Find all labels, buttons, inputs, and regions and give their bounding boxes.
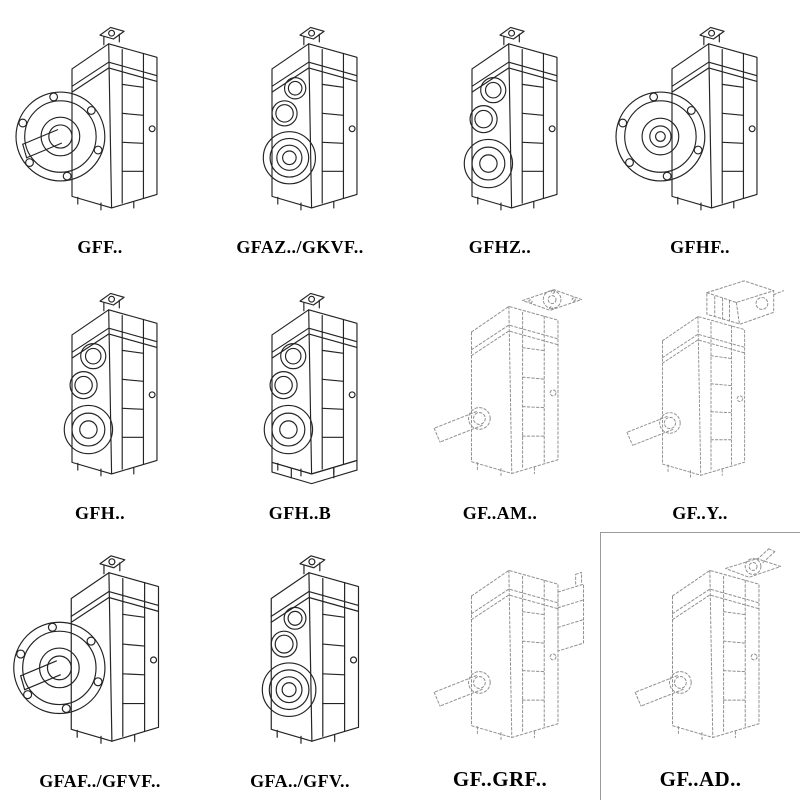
catalog-item-gf-am: GF..AM..: [400, 266, 600, 532]
model-label-gfhz: GFHZ..: [468, 237, 532, 257]
catalog-item-gff: GFF..: [0, 0, 200, 266]
drawing-hollow-shaft-gear-unit: [407, 11, 593, 235]
drawing-flange-mounted-gear-unit-large: [4, 539, 196, 769]
model-label-gf-grf: GF..GRF..: [452, 767, 548, 791]
model-label-gf-y: GF..Y..: [672, 503, 728, 523]
model-label-gf-am: GF..AM..: [462, 503, 538, 523]
drawing-shaft-mounted-gear-unit-large: [204, 539, 396, 769]
catalog-item-gfhf: GFHF..: [600, 0, 800, 266]
drawing-gear-unit-motor-adapter: [401, 273, 599, 501]
drawing-gear-unit-input-module: [401, 537, 599, 765]
catalog-item-gfhz: GFHZ..: [400, 0, 600, 266]
model-label-gfa-gfv: GFA../GFV..: [250, 771, 350, 791]
model-label-gff: GFF..: [77, 237, 123, 257]
drawing-shaft-mounted-gear-unit: [207, 11, 393, 235]
catalog-item-gfh: GFH..: [0, 266, 200, 532]
catalog-item-gfa-gfv: GFA../GFV..: [200, 532, 400, 800]
drawing-hollow-shaft-flange-gear-unit: [607, 11, 793, 235]
model-label-gfaz-gkvf: GFAZ../GKVF..: [236, 237, 364, 257]
catalog-item-gfaz-gkvf: GFAZ../GKVF..: [200, 0, 400, 266]
catalog-item-gf-ad: GF..AD..: [600, 532, 800, 800]
catalog-item-gf-y: GF..Y..: [600, 266, 800, 532]
drawing-foot-mounted-gear-unit-base: [207, 277, 393, 501]
model-label-gf-ad: GF..AD..: [659, 767, 742, 791]
model-label-gfhf: GFHF..: [670, 237, 730, 257]
drawing-gear-unit-mounted-motor: [601, 273, 799, 501]
catalog-item-gfh-b: GFH..B: [200, 266, 400, 532]
model-label-gfh: GFH..: [75, 503, 125, 523]
catalog-item-gfaf-gfvf: GFAF../GFVF..: [0, 532, 200, 800]
catalog-item-gf-grf: GF..GRF..: [400, 532, 600, 800]
drawing-foot-mounted-gear-unit: [7, 277, 193, 501]
model-label-gfaf-gfvf: GFAF../GFVF..: [39, 771, 161, 791]
drawing-flange-mounted-gear-unit: [7, 11, 193, 235]
model-label-gfh-b: GFH..B: [268, 503, 332, 523]
drawing-gear-unit-input-shaft-adapter: [602, 537, 800, 765]
